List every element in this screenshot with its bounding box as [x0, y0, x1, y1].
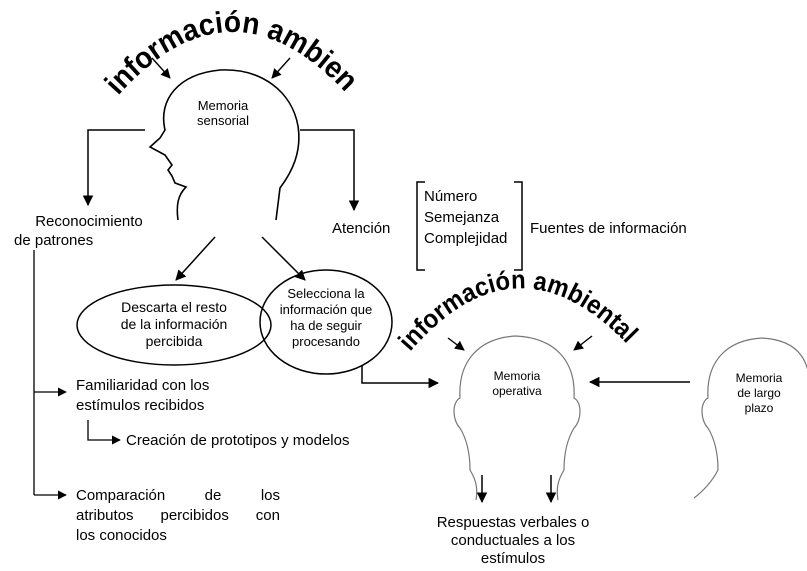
- discard-text: Descarta el resto de la información perc…: [90, 299, 258, 350]
- head3-label: Memoria de largo plazo: [722, 371, 796, 416]
- head3-label-line2: de largo: [737, 386, 781, 400]
- comparison-label: Comparación de los atributos percibidos …: [76, 486, 280, 546]
- familiarity-label: Familiaridad con los estímulos recibidos: [76, 376, 209, 416]
- familiarity-line2: estímulos recibidos: [76, 397, 205, 414]
- recognition-line1: Reconocimiento: [35, 213, 143, 230]
- head-profile-icon: [148, 69, 300, 221]
- head2-label-line1: Memoria: [493, 369, 541, 383]
- attention-label: Atención: [332, 220, 391, 237]
- head1-label-line2: sensorial: [196, 113, 250, 128]
- discard-line3: percibida: [145, 333, 203, 349]
- input-arrow-1: [151, 57, 171, 79]
- input-arrow-4: [573, 335, 593, 351]
- recognition-line2: de patrones: [14, 232, 94, 249]
- responses-line1: Respuestas verbales o: [436, 514, 590, 531]
- select-line2: información que: [279, 302, 373, 317]
- arrow-to-select: [261, 236, 306, 281]
- input-arrow-3: [447, 337, 465, 351]
- head2-label-line2: operativa: [492, 384, 542, 398]
- select-line4: procesando: [292, 334, 360, 349]
- prototypes-label: Creación de prototipos y modelos: [126, 432, 350, 449]
- comparison-line3: los conocidos: [76, 527, 167, 544]
- head-front-icon-2: [693, 337, 807, 499]
- familiarity-line1: Familiaridad con los: [76, 377, 210, 394]
- select-line3: ha de seguir: [290, 318, 362, 333]
- bracket-left: [416, 181, 425, 271]
- arc-title-1: información ambiental: [0, 0, 364, 101]
- comparison-word-6: con: [255, 507, 280, 524]
- comparison-word-4: atributos: [76, 507, 134, 524]
- comparison-line2: atributos percibidos con: [76, 506, 280, 526]
- comparison-line1: Comparación de los: [76, 486, 280, 506]
- comparison-word-3: los: [260, 487, 280, 504]
- select-text: Selecciona la información que ha de segu…: [264, 286, 388, 350]
- comparison-word-2: de: [204, 487, 222, 504]
- sources-label: Fuentes de información: [530, 220, 687, 237]
- head2-label: Memoria operativa: [480, 369, 554, 399]
- head1-label-line1: Memoria: [197, 98, 249, 113]
- select-line1: Selecciona la: [287, 286, 365, 301]
- comparison-word-1: Comparación: [76, 487, 166, 504]
- select-ellipse: [259, 269, 393, 375]
- sources-list: Número Semejanza Complejidad: [424, 186, 507, 249]
- arrow-to-recognition: [82, 129, 145, 207]
- bracket-right: [514, 181, 523, 271]
- discard-line1: Descarta el resto: [121, 299, 227, 315]
- head1-label: Memoria sensorial: [188, 98, 258, 128]
- discard-ellipse: [76, 284, 272, 366]
- head-front-icon: [453, 335, 581, 501]
- responses-line3: estímulos: [480, 550, 546, 567]
- arrow-to-operativa: [361, 366, 440, 389]
- arrow-to-discard: [175, 236, 216, 281]
- discard-line2: de la información: [120, 316, 228, 332]
- recognition-label: Reconocimiento de patrones: [14, 212, 164, 250]
- arrow-to-prototypes: [87, 420, 121, 445]
- comparison-word-5: percibidos: [160, 507, 229, 524]
- responses-line2: conductuales a los: [450, 532, 576, 549]
- responses-label: Respuestas verbales o conductuales a los…: [410, 514, 616, 568]
- source-item-complejidad: Complejidad: [424, 230, 508, 247]
- arc-title-2: información ambiental: [392, 264, 644, 356]
- head3-label-line3: plazo: [744, 401, 774, 415]
- source-item-numero: Número: [424, 188, 478, 205]
- source-item-semejanza: Semejanza: [424, 209, 500, 226]
- arrow-to-attention: [300, 129, 360, 212]
- head3-label-line1: Memoria: [735, 371, 783, 385]
- input-arrow-2: [271, 57, 291, 79]
